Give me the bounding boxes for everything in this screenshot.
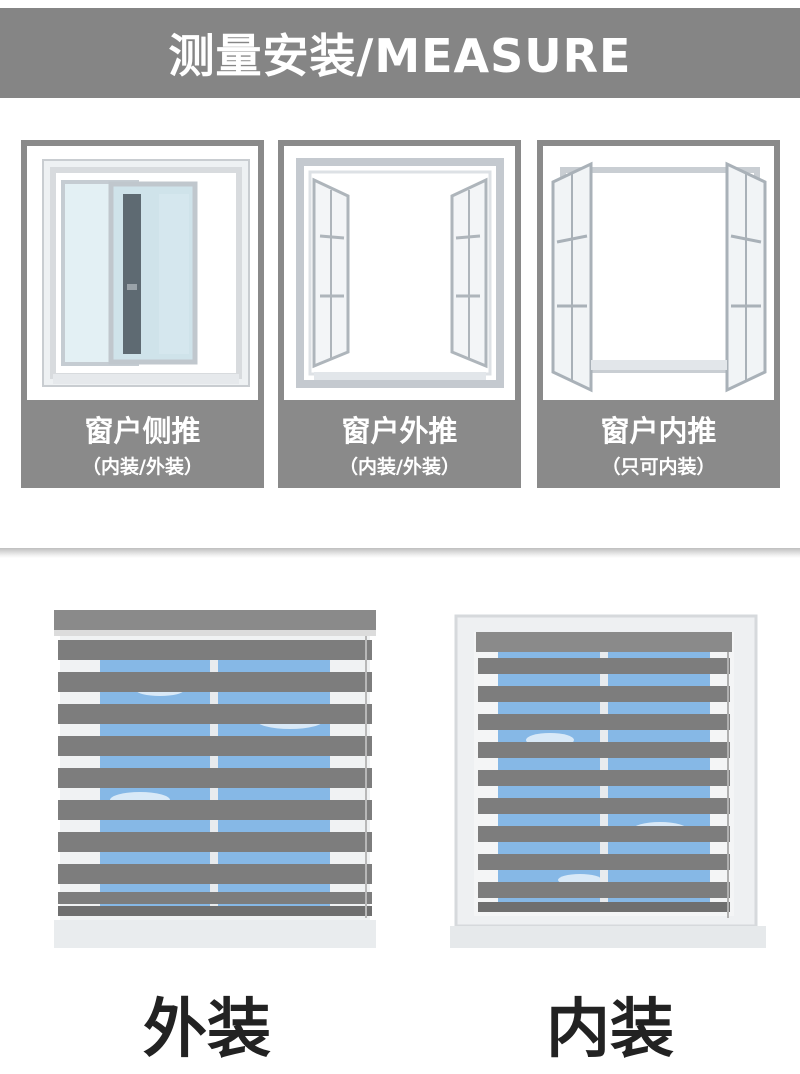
inward-window-image <box>543 146 774 400</box>
card-sliding-window: 窗户侧推 （内装/外装） <box>21 140 264 488</box>
inside-mount-blind-image <box>450 600 766 960</box>
page-title: 测量安装/MEASURE <box>168 29 632 83</box>
section-divider <box>0 548 800 558</box>
sliding-window-image <box>27 146 258 400</box>
card-inward-window: 窗户内推 （只可内装） <box>537 140 780 488</box>
blind-slats <box>58 640 372 904</box>
outside-mount-label: 外装 <box>143 993 271 1067</box>
card-outward-window: 窗户外推 （内装/外装） <box>278 140 521 488</box>
card-subtitle: （只可内装） <box>601 456 716 478</box>
inside-mount-label: 内装 <box>546 993 674 1067</box>
page-header: 测量安装/MEASURE <box>0 8 800 98</box>
blind-slats <box>478 658 730 898</box>
card-title: 窗户外推 <box>341 414 458 448</box>
card-title: 窗户侧推 <box>84 414 201 448</box>
outward-window-image <box>284 146 515 400</box>
card-subtitle: （内装/外装） <box>82 456 203 478</box>
card-title: 窗户内推 <box>600 414 717 448</box>
outside-mount-blind-image <box>50 600 380 960</box>
card-subtitle: （内装/外装） <box>339 456 460 478</box>
